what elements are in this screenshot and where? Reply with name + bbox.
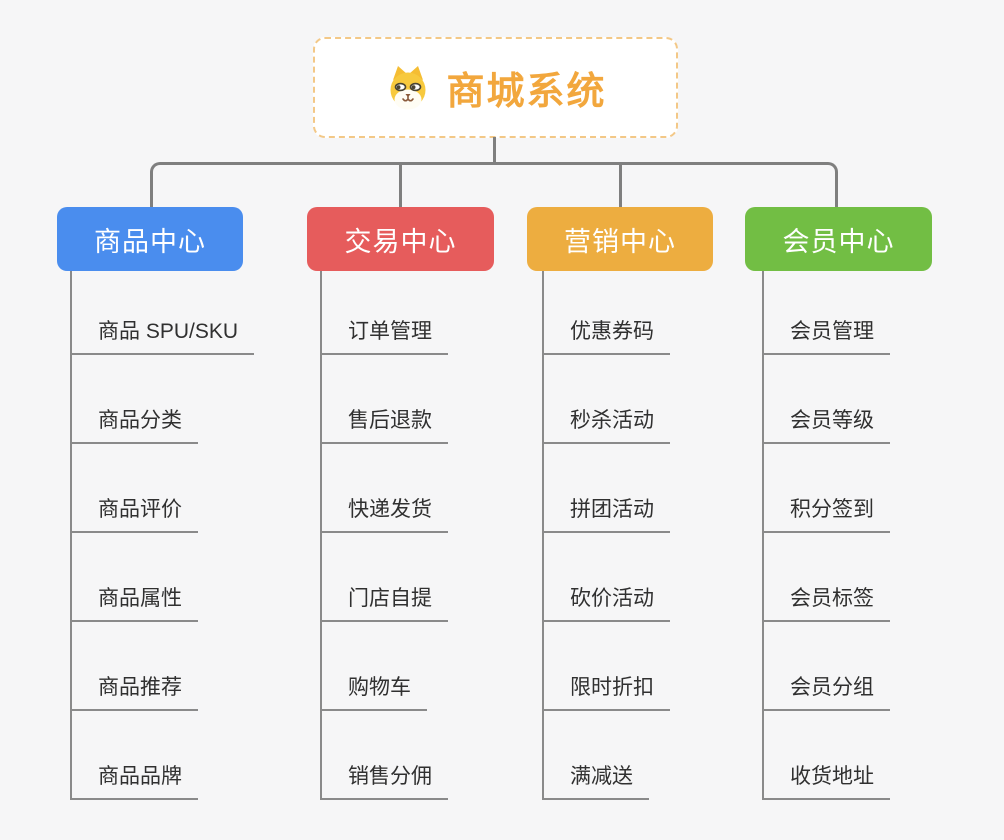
branch-node-marketing-center[interactable]: 营销中心	[527, 207, 713, 271]
leaf-label-points-checkin[interactable]: 积分签到	[764, 493, 890, 533]
leaf-column-member-center: 会员管理 会员等级 积分签到 会员标签 会员分组 收货地址	[762, 271, 890, 800]
leaf-label-member-management[interactable]: 会员管理	[764, 315, 890, 355]
branch-label: 营销中心	[564, 226, 676, 257]
leaf-item: 秒杀活动	[544, 355, 670, 444]
leaf-label-member-group[interactable]: 会员分组	[764, 671, 890, 711]
leaf-label-group-buy[interactable]: 拼团活动	[544, 493, 670, 533]
leaf-item: 会员分组	[764, 622, 890, 711]
leaf-item: 商品推荐	[72, 622, 254, 711]
leaf-label-product-brand[interactable]: 商品品牌	[72, 760, 198, 800]
leaf-item: 满减送	[544, 711, 670, 800]
leaf-item: 积分签到	[764, 444, 890, 533]
leaf-label-product-recommend[interactable]: 商品推荐	[72, 671, 198, 711]
leaf-item: 商品 SPU/SKU	[72, 271, 255, 355]
leaf-label-member-tag[interactable]: 会员标签	[764, 582, 890, 622]
leaf-label-sales-commission[interactable]: 销售分佣	[322, 760, 448, 800]
branch-label: 会员中心	[782, 226, 895, 257]
leaf-column-marketing-center: 优惠券码 秒杀活动 拼团活动 砍价活动 限时折扣 满减送	[542, 271, 670, 800]
connector-root-stem	[493, 137, 496, 165]
leaf-item: 销售分佣	[322, 711, 448, 800]
leaf-item: 限时折扣	[544, 622, 670, 711]
leaf-item: 会员管理	[764, 271, 890, 355]
leaf-item: 门店自提	[322, 533, 448, 622]
leaf-label-order-management[interactable]: 订单管理	[322, 315, 448, 355]
leaf-label-product-attribute[interactable]: 商品属性	[72, 582, 198, 622]
leaf-label-coupon-code[interactable]: 优惠券码	[544, 315, 670, 355]
leaf-label-product-review[interactable]: 商品评价	[72, 493, 198, 533]
leaf-label-aftersale-refund[interactable]: 售后退款	[322, 404, 448, 444]
leaf-label-express-delivery[interactable]: 快递发货	[322, 493, 448, 533]
leaf-item: 订单管理	[322, 271, 448, 355]
leaf-item: 快递发货	[322, 444, 448, 533]
leaf-label-shipping-address[interactable]: 收货地址	[764, 760, 890, 800]
leaf-label-limited-time-discount[interactable]: 限时折扣	[544, 671, 670, 711]
shiba-dog-icon	[384, 64, 432, 112]
leaf-label-flash-sale[interactable]: 秒杀活动	[544, 404, 670, 444]
leaf-column-trade-center: 订单管理 售后退款 快递发货 门店自提 购物车 销售分佣	[320, 271, 448, 800]
leaf-column-product-center: 商品 SPU/SKU 商品分类 商品评价 商品属性 商品推荐 商品品牌	[70, 271, 255, 800]
leaf-item: 商品属性	[72, 533, 254, 622]
root-title: 商城系统	[446, 71, 607, 113]
leaf-label-bargain-activity[interactable]: 砍价活动	[544, 582, 670, 622]
leaf-item: 拼团活动	[544, 444, 670, 533]
leaf-item: 售后退款	[322, 355, 448, 444]
root-node[interactable]: 商城系统	[313, 37, 678, 138]
leaf-item: 会员等级	[764, 355, 890, 444]
leaf-item: 购物车	[322, 622, 448, 711]
leaf-item: 砍价活动	[544, 533, 670, 622]
leaf-item: 收货地址	[764, 711, 890, 800]
connector-drop-marketing	[619, 165, 622, 208]
leaf-item: 会员标签	[764, 533, 890, 622]
branch-label: 交易中心	[344, 226, 457, 257]
leaf-label-full-reduction[interactable]: 满减送	[544, 760, 649, 800]
leaf-item: 商品品牌	[72, 711, 254, 800]
connector-drop-trade	[399, 165, 402, 208]
leaf-label-member-level[interactable]: 会员等级	[764, 404, 890, 444]
leaf-label-product-category[interactable]: 商品分类	[72, 404, 198, 444]
leaf-item: 商品分类	[72, 355, 254, 444]
branch-node-product-center[interactable]: 商品中心	[57, 207, 243, 271]
branch-node-trade-center[interactable]: 交易中心	[307, 207, 494, 271]
connector-bus	[150, 162, 838, 208]
leaf-item: 商品评价	[72, 444, 254, 533]
branch-node-member-center[interactable]: 会员中心	[745, 207, 932, 271]
leaf-label-shopping-cart[interactable]: 购物车	[322, 671, 427, 711]
leaf-item: 优惠券码	[544, 271, 670, 355]
leaf-label-product-spu-sku[interactable]: 商品 SPU/SKU	[72, 315, 255, 355]
branch-label: 商品中心	[94, 226, 206, 257]
leaf-label-store-pickup[interactable]: 门店自提	[322, 582, 448, 622]
